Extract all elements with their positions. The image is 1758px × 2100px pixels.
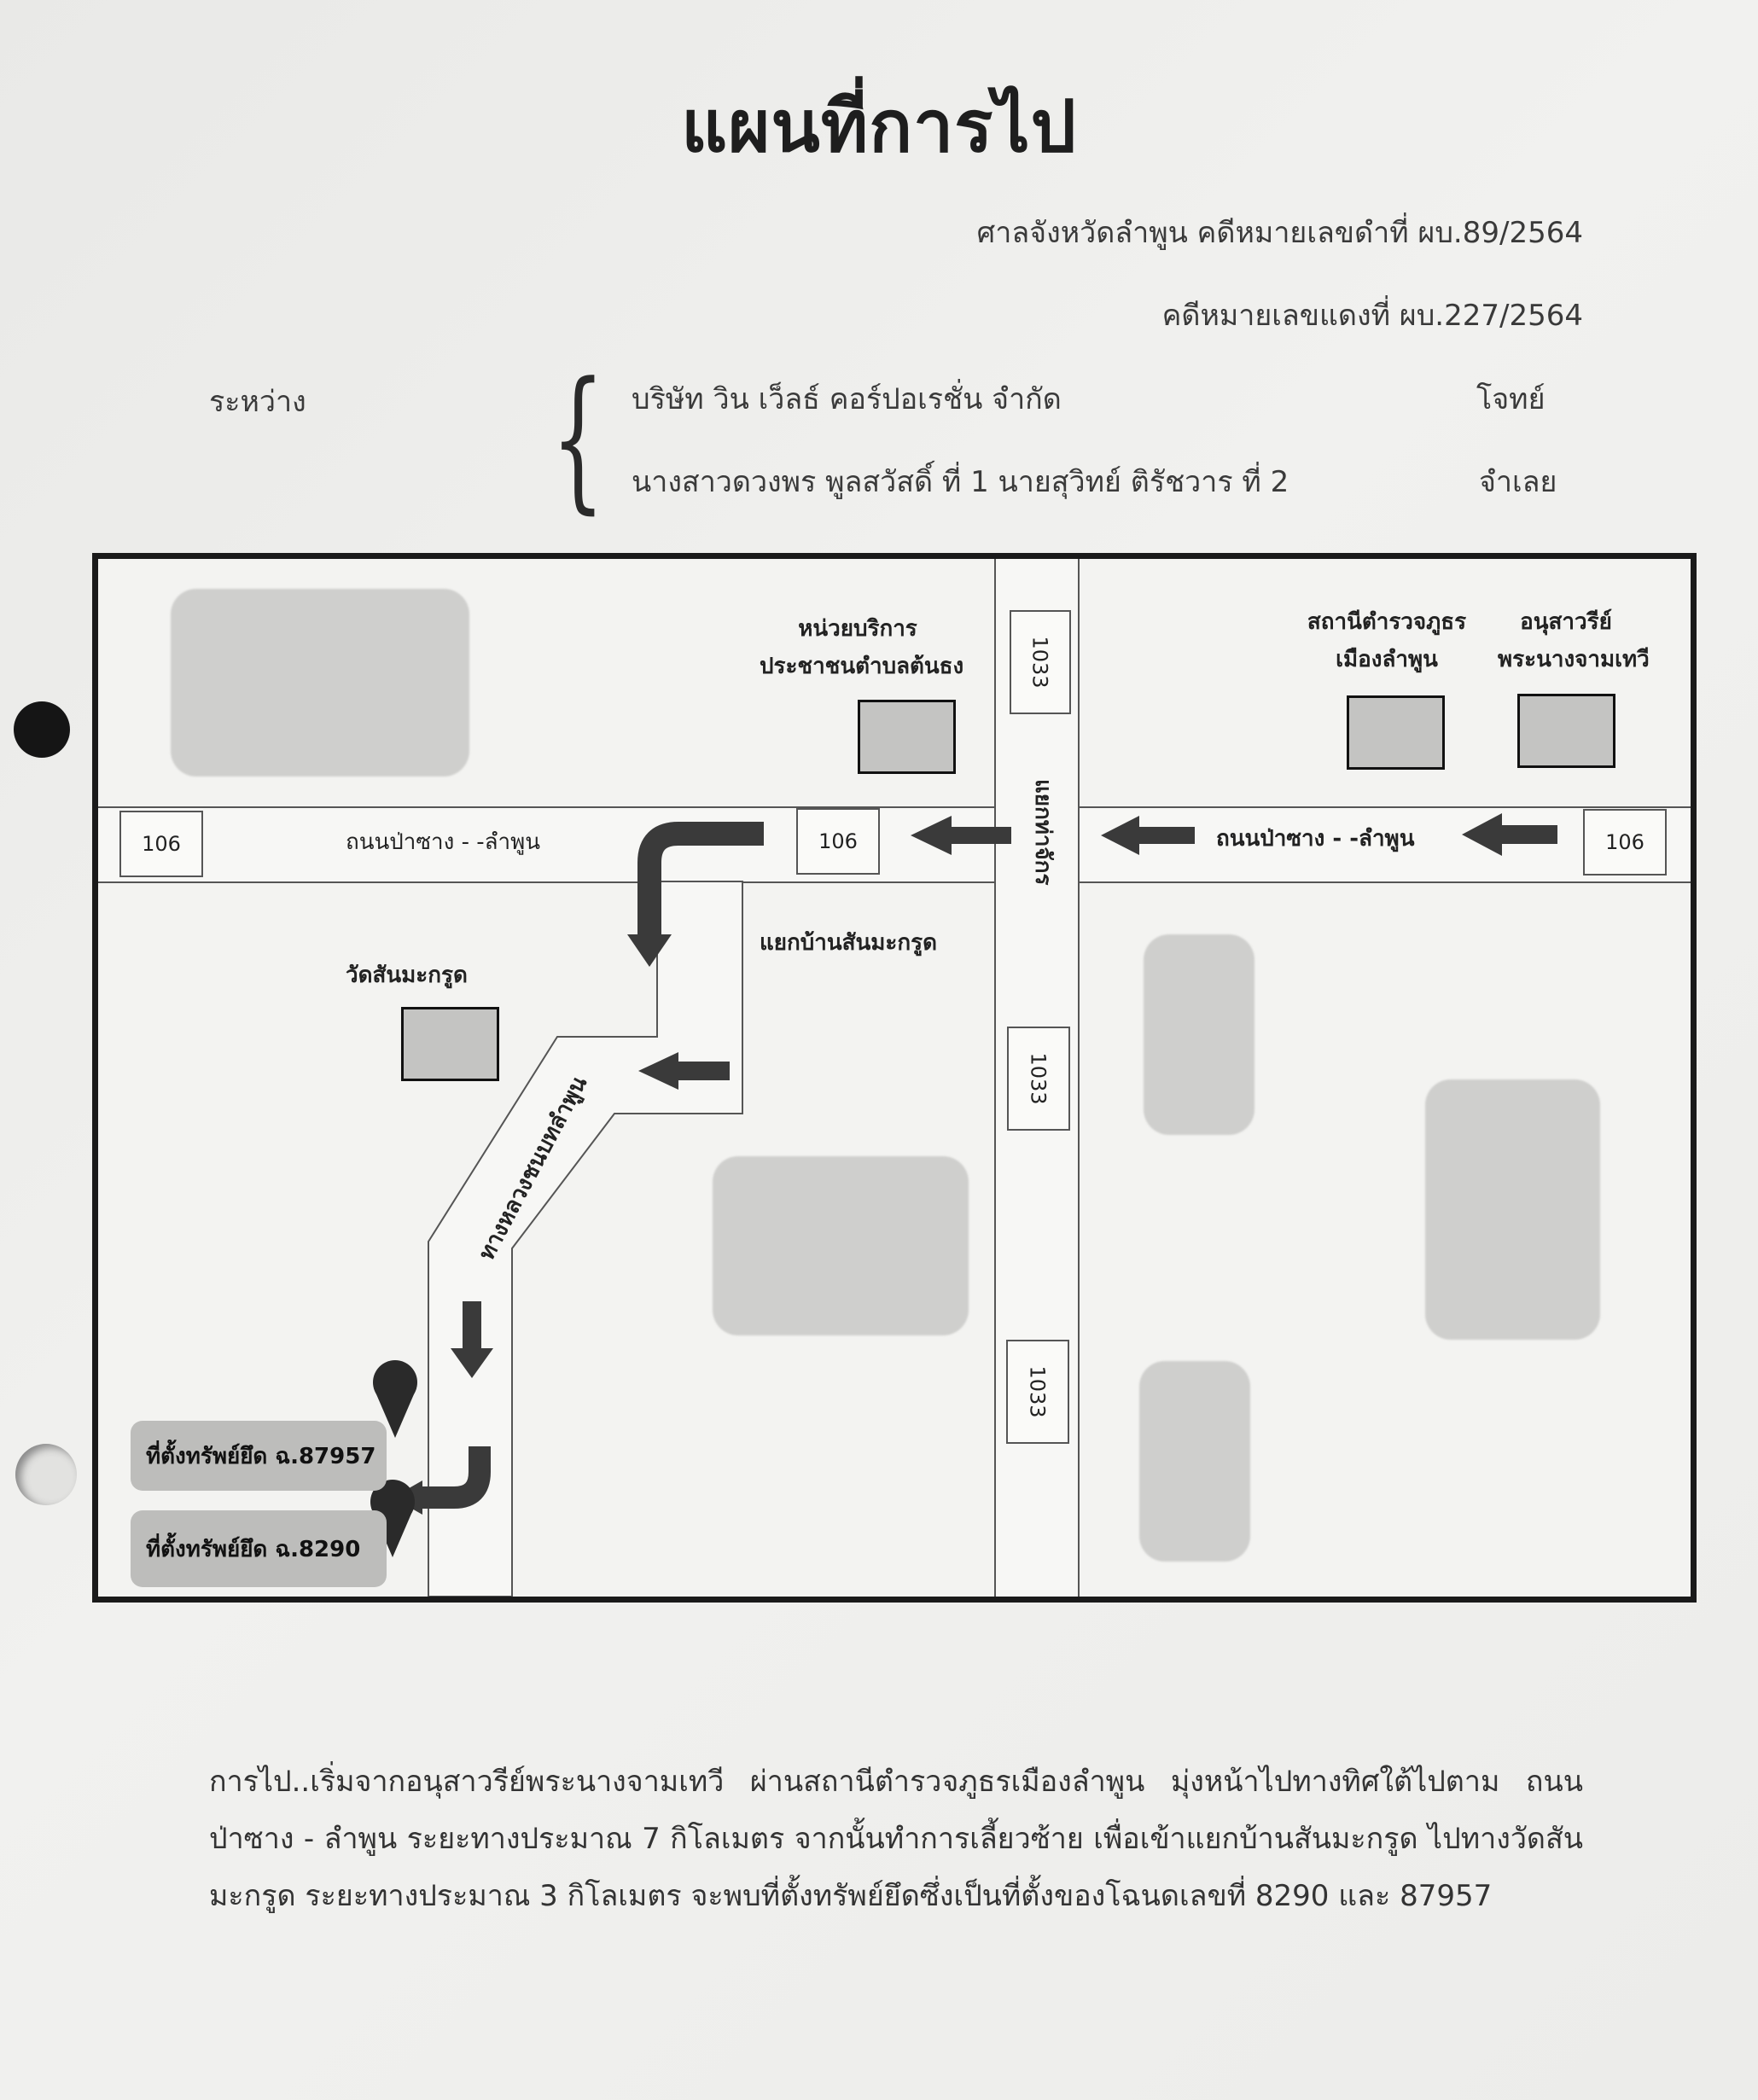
- road-pasang-lamphun: [98, 806, 1691, 883]
- defendant-names: นางสาวดวงพร พูลสวัสดิ์ ที่ 1 นายสุวิทย์ …: [632, 465, 1289, 499]
- arrow-left-icon: [1462, 813, 1557, 856]
- service-unit-building: [858, 700, 956, 774]
- property-label-87957: ที่ตั้งทรัพย์ยึด ฉ.87957: [131, 1421, 387, 1491]
- arrow-left-icon: [911, 816, 1011, 855]
- land-block: [1425, 1079, 1600, 1340]
- monument-building: [1517, 694, 1615, 768]
- police-station-building: [1347, 695, 1445, 770]
- service-unit-label: หน่วยบริการประชาชนตำบลต้นธง: [760, 616, 964, 679]
- route-106-sign-mid: 106: [796, 808, 880, 875]
- red-case-number: คดีหมายเลขแดงที่ ผบ.227/2564: [1161, 299, 1583, 333]
- arrow-left-icon: [1101, 816, 1195, 855]
- police-station-label: สถานีตำรวจภูธรเมืองลำพูน: [1307, 609, 1467, 672]
- route-1033-sign-top: 1033: [1010, 610, 1071, 714]
- temple-building: [401, 1007, 499, 1081]
- between-label: ระหว่าง: [209, 385, 306, 419]
- directions-paragraph: การไป..เริ่มจากอนุสาวรีย์พระนางจามเทวี ผ…: [209, 1765, 1583, 1913]
- route-arrows: [370, 813, 1557, 1557]
- route-106-sign-left: 106: [119, 811, 203, 877]
- land-block: [1144, 934, 1254, 1135]
- road-label-right: ถนนป่าซาง - -ลำพูน: [1216, 826, 1415, 852]
- binder-hole-bottom: [15, 1444, 77, 1505]
- land-block: [171, 589, 469, 777]
- arrow-left-icon: [638, 1052, 730, 1090]
- temple-label: วัดสันมะกรูด: [346, 963, 468, 988]
- arrow-turn-down-icon: [627, 822, 764, 967]
- location-pin-icon: [373, 1360, 417, 1438]
- defendant-role: จำเลย: [1479, 465, 1557, 499]
- plaintiff-name: บริษัท วิน เว็ลธ์ คอร์ปอเรชั่น จำกัด: [632, 382, 1062, 416]
- route-106-sign-right: 106: [1583, 809, 1667, 875]
- party-brace: {: [550, 350, 605, 528]
- land-block: [713, 1156, 969, 1335]
- route-1033-sign-mid: 1033: [1007, 1027, 1070, 1131]
- plaintiff-role: โจทย์: [1476, 382, 1546, 416]
- road-label-left: ถนนป่าซาง - -ลำพูน: [346, 829, 541, 855]
- ban-san-makrut-junction-label: แยกบ้านสันมะกรูด: [760, 930, 937, 956]
- property-label-8290: ที่ตั้งทรัพย์ยึด ฉ.8290: [131, 1510, 387, 1587]
- monument-label: อนุสาวรีย์พระนางจามเทวี: [1498, 609, 1650, 672]
- route-map: 106 106 106 1033 1033 1033 ถนนป่าซาง - -…: [92, 553, 1697, 1603]
- black-case-number: ศาลจังหวัดลำพูน คดีหมายเลขดำที่ ผบ.89/25…: [976, 216, 1583, 250]
- route-1033-sign-bottom: 1033: [1006, 1340, 1069, 1444]
- page-title: แผนที่การไป: [681, 84, 1077, 168]
- binder-hole-top: [14, 701, 70, 758]
- arrow-down-icon: [451, 1301, 493, 1378]
- land-block: [1139, 1361, 1250, 1562]
